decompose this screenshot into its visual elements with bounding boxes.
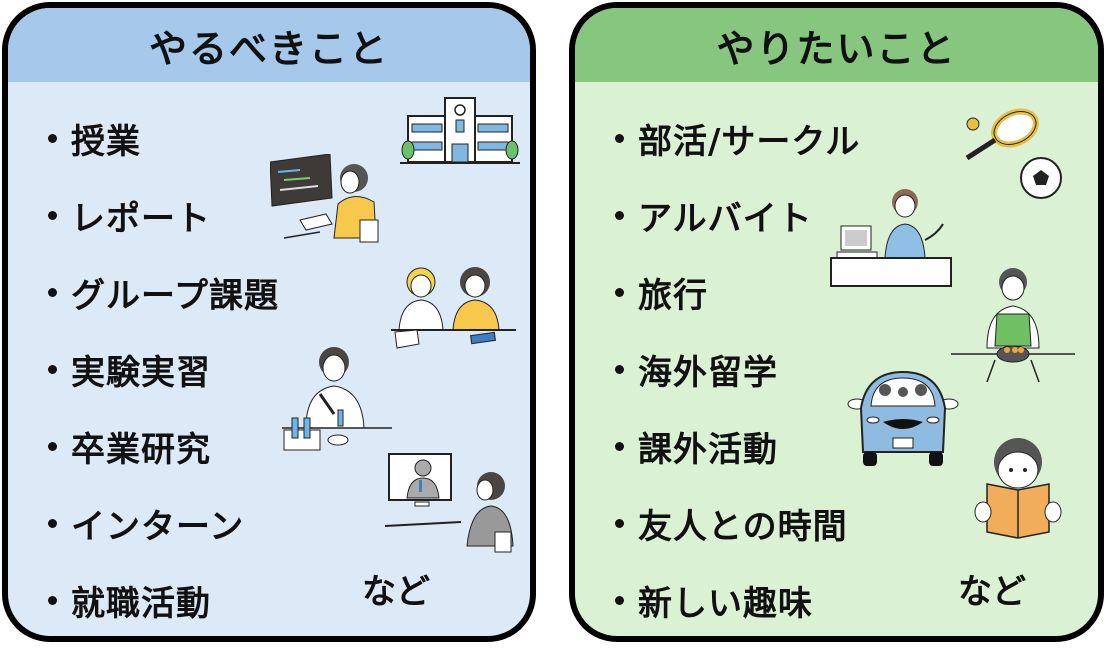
- bullet-icon: [615, 519, 624, 528]
- list-item: 海外留学: [615, 331, 860, 408]
- lab-researcher-icon: [282, 347, 392, 451]
- list-item-label: アルバイト: [638, 199, 813, 239]
- bullet-icon: [48, 519, 57, 528]
- want-to-do-panel: やりたいこと 部活/サークル アルバイト 旅行 海外留学 課外活動 友人との時間…: [569, 2, 1104, 642]
- bullet-icon: [48, 211, 57, 220]
- tennis-racket-soccer-ball-icon: [965, 108, 1062, 199]
- bullet-icon: [615, 211, 624, 220]
- bullet-icon: [48, 596, 57, 605]
- bullet-icon: [615, 596, 624, 605]
- list-item-label: 卒業研究: [71, 430, 211, 470]
- online-interview-icon: [385, 453, 514, 553]
- list-item: インターン: [48, 485, 279, 562]
- list-item: 卒業研究: [48, 408, 279, 485]
- etc-label: など: [362, 572, 430, 612]
- etc-label: など: [958, 572, 1026, 612]
- list-item-label: 海外留学: [638, 353, 778, 393]
- list-item: グループ課題: [48, 254, 279, 331]
- car-with-friends-icon: [847, 370, 959, 466]
- list-item-label: 実験実習: [71, 353, 211, 393]
- list-item-label: インターン: [71, 507, 245, 547]
- list-item: 就職活動: [48, 562, 279, 636]
- bullet-icon: [48, 134, 57, 143]
- bullet-icon: [615, 288, 624, 297]
- list-item-label: 友人との時間: [638, 507, 848, 547]
- must-do-title: やるべきこと: [8, 8, 530, 82]
- list-item-label: グループ課題: [71, 276, 279, 316]
- want-to-do-title: やりたいこと: [575, 8, 1098, 82]
- bullet-icon: [615, 365, 624, 374]
- group-discussion-icon: [391, 267, 516, 349]
- must-do-panel: やるべきこと 授業 レポート グループ課題 実験実習 卒業研究 インターン 就職…: [2, 2, 536, 642]
- cashier-clerk-icon: [830, 189, 952, 287]
- list-item-label: 就職活動: [71, 584, 211, 624]
- list-item: 課外活動: [615, 408, 860, 485]
- list-item-label: 旅行: [638, 276, 708, 316]
- bullet-icon: [615, 134, 624, 143]
- bullet-icon: [48, 288, 57, 297]
- school-building-icon: [400, 97, 520, 164]
- list-item: 旅行: [615, 254, 860, 331]
- list-item: 授業: [48, 100, 279, 177]
- list-item: 友人との時間: [615, 485, 860, 562]
- bullet-icon: [48, 365, 57, 374]
- must-do-list: 授業 レポート グループ課題 実験実習 卒業研究 インターン 就職活動: [48, 100, 279, 636]
- bullet-icon: [48, 442, 57, 451]
- list-item: 新しい趣味: [615, 562, 860, 636]
- list-item: 実験実習: [48, 331, 279, 408]
- cooking-person-icon: [951, 268, 1075, 383]
- want-to-do-list: 部活/サークル アルバイト 旅行 海外留学 課外活動 友人との時間 新しい趣味: [615, 100, 860, 636]
- list-item-label: 課外活動: [638, 430, 778, 470]
- list-item: レポート: [48, 177, 279, 254]
- list-item-label: 部活/サークル: [638, 122, 861, 162]
- bullet-icon: [615, 442, 624, 451]
- list-item-label: 新しい趣味: [638, 584, 813, 624]
- student-at-computer-icon: [270, 154, 379, 243]
- list-item: 部活/サークル: [615, 100, 860, 177]
- reading-book-icon: [974, 438, 1062, 539]
- list-item: アルバイト: [615, 177, 860, 254]
- list-item-label: 授業: [71, 122, 141, 162]
- list-item-label: レポート: [71, 199, 211, 239]
